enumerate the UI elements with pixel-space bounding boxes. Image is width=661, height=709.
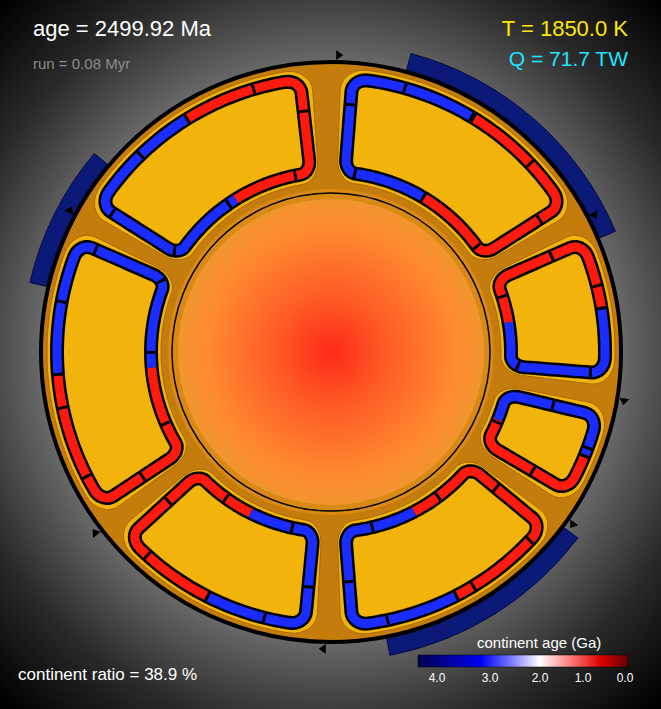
- plate-arrow: [336, 50, 343, 60]
- plate-arrow: [570, 519, 578, 528]
- plate-band: [209, 513, 313, 623]
- plate-arrow: [619, 398, 629, 406]
- plate-band: [490, 419, 585, 486]
- plate-band: [105, 120, 235, 251]
- temperature-readout: T = 1850.0 K: [502, 16, 628, 41]
- cmb-line: [172, 193, 490, 511]
- colorbar-title: continent age (Ga): [477, 634, 601, 651]
- plate-band: [346, 512, 457, 624]
- heat-flow-readout: Q = 71.7 TW: [509, 47, 628, 71]
- cell-body: [47, 235, 186, 509]
- plate-band: [424, 117, 557, 251]
- plate-arrow: [319, 644, 326, 654]
- colorbar-tick: 1.0: [575, 672, 592, 686]
- plate-arrow: [589, 210, 598, 219]
- plate-band: [57, 247, 163, 376]
- track-tick: [57, 247, 177, 498]
- plate-band: [414, 471, 537, 595]
- colorbar-tick: 0.0: [617, 672, 634, 686]
- track-tick: [499, 247, 605, 373]
- colorbar-tick: 3.0: [482, 672, 499, 686]
- plate-arrow: [93, 529, 101, 538]
- track-outline: [57, 247, 177, 498]
- plate-band: [498, 397, 594, 455]
- track-outline: [490, 397, 594, 486]
- plate-band: [135, 478, 251, 597]
- age-readout: age = 2499.92 Ma: [33, 16, 211, 41]
- plate-band: [499, 247, 601, 322]
- surface-line: [41, 62, 621, 642]
- plate-arrow: [64, 206, 73, 215]
- run-time: run = 0.08 Myr: [33, 55, 130, 72]
- mantle: [40, 61, 622, 643]
- core: [178, 199, 484, 505]
- track-outline: [499, 247, 605, 373]
- colorbar-tick: 4.0: [429, 672, 446, 686]
- convection-cell: [47, 235, 186, 509]
- plate-band: [58, 368, 177, 498]
- cell-body: [489, 235, 615, 384]
- colorbar-tick: 2.0: [532, 672, 549, 686]
- continent-ratio: continent ratio = 38.9 %: [18, 665, 197, 685]
- core-mantle-boundary: [168, 189, 494, 515]
- plate-band: [509, 307, 605, 373]
- plate-band: [346, 80, 472, 197]
- plate-band: [186, 82, 309, 200]
- color-bar: [418, 655, 628, 667]
- track-tick: [490, 397, 594, 486]
- convection-cell: [489, 235, 615, 384]
